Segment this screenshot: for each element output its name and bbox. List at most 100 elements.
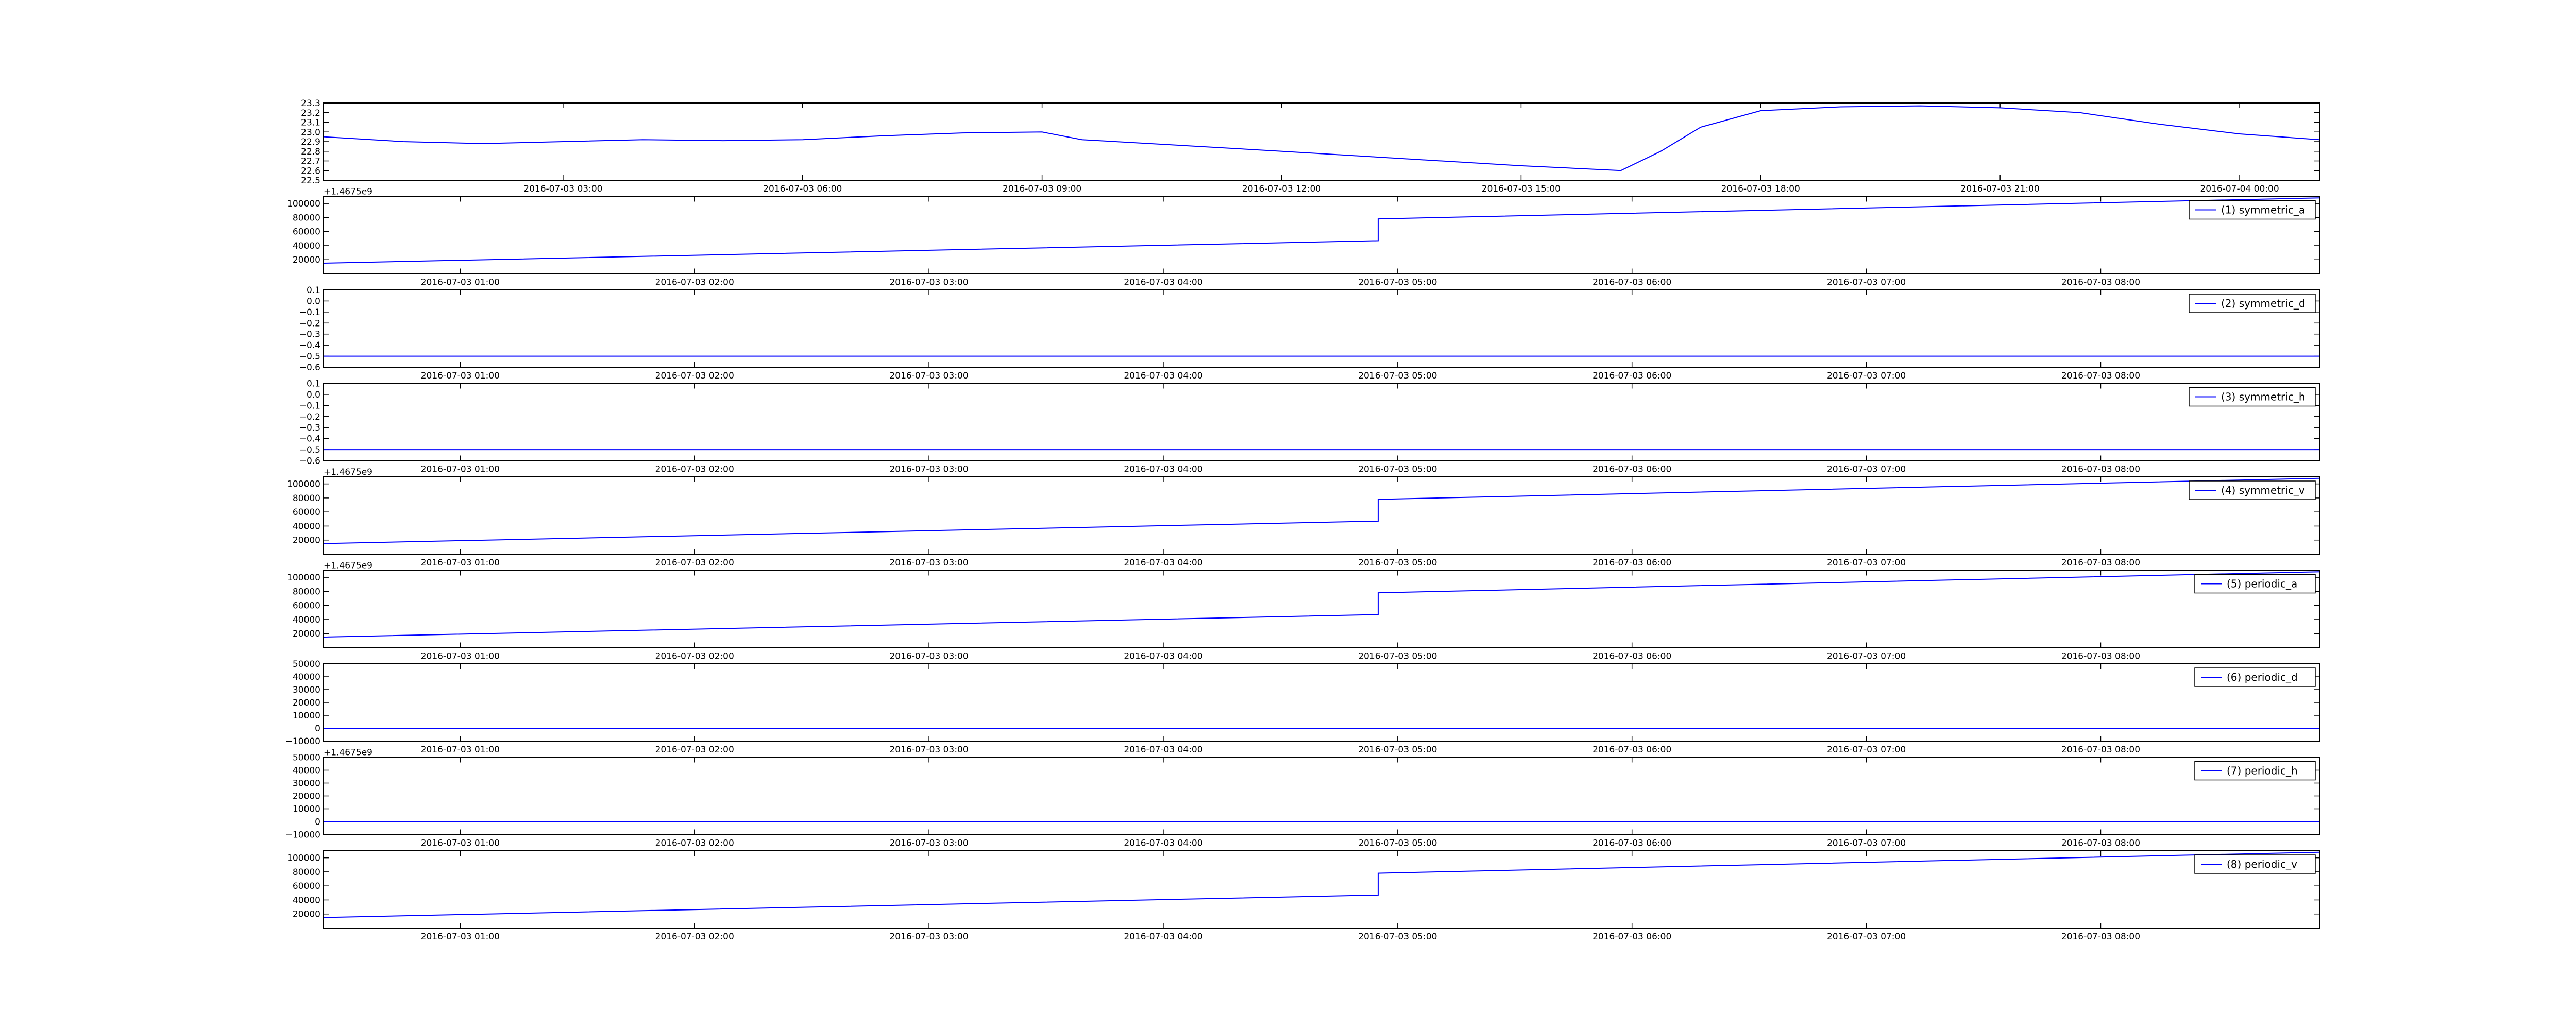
y-tick-label: 0.1 [307,379,320,389]
y-tick-label: 0.0 [307,390,320,400]
legend-label: (7) periodic_h [2227,765,2298,777]
x-tick-label: 2016-07-03 06:00 [1592,558,1671,568]
x-tick-label: 2016-07-03 05:00 [1358,932,1437,942]
y-tick-label: 40000 [293,521,320,531]
legend-label: (6) periodic_d [2227,671,2298,683]
x-tick-label: 2016-07-03 06:00 [1592,465,1671,475]
x-tick-label: 2016-07-03 01:00 [421,278,500,288]
x-tick-label: 2016-07-03 12:00 [1242,184,1321,194]
x-tick-label: 2016-07-03 05:00 [1358,465,1437,475]
series-line [323,851,2320,918]
x-tick-label: 2016-07-03 06:00 [763,184,842,194]
y-tick-label: −0.3 [299,423,320,433]
y-tick-label: 80000 [293,213,320,223]
plot-frame [323,476,2320,555]
series-line [323,105,2320,171]
x-tick-label: 2016-07-04 00:00 [2200,184,2279,194]
y-tick-label: 22.7 [301,157,320,167]
x-tick-label: 2016-07-03 18:00 [1721,184,1800,194]
offset-label: +1.4675e9 [324,561,372,571]
x-tick-label: 2016-07-03 04:00 [1124,745,1202,755]
x-tick-label: 2016-07-03 08:00 [2061,932,2140,942]
y-tick-label: −0.6 [299,456,320,467]
y-tick-label: 0.1 [307,285,320,296]
x-tick-label: 2016-07-03 05:00 [1358,838,1437,849]
x-tick-label: 2016-07-03 01:00 [421,558,500,568]
x-tick-label: 2016-07-03 07:00 [1827,278,1906,288]
x-tick-label: 2016-07-03 05:00 [1358,651,1437,662]
y-tick-label: 20000 [293,792,320,802]
x-tick-label: 2016-07-03 05:00 [1358,371,1437,381]
y-tick-label: 40000 [293,241,320,251]
x-tick-label: 2016-07-03 01:00 [421,932,500,942]
y-tick-label: 20000 [293,536,320,546]
x-tick-label: 2016-07-03 02:00 [655,558,734,568]
plot-frame [323,383,2320,461]
y-tick-label: 22.6 [301,166,320,176]
y-tick-label: −0.1 [299,307,320,318]
y-tick-label: 50000 [293,753,320,763]
x-tick-label: 2016-07-03 06:00 [1592,745,1671,755]
x-tick-label: 2016-07-03 05:00 [1358,745,1437,755]
plot-frame [323,570,2320,648]
legend-label: (5) periodic_a [2227,578,2297,590]
x-tick-label: 2016-07-03 08:00 [2061,745,2140,755]
subplot-1: 22.522.622.722.822.923.023.123.223.32016… [301,98,2320,194]
y-tick-label: 100000 [287,479,320,490]
x-tick-label: 2016-07-03 01:00 [421,745,500,755]
x-tick-label: 2016-07-03 08:00 [2061,465,2140,475]
offset-label: +1.4675e9 [324,748,372,758]
subplot-4: −0.6−0.5−0.4−0.3−0.2−0.10.00.12016-07-03… [299,379,2320,475]
x-tick-label: 2016-07-03 08:00 [2061,371,2140,381]
y-tick-label: 23.3 [301,98,320,109]
legend-label: (1) symmetric_a [2221,204,2305,216]
y-tick-label: 40000 [293,672,320,682]
y-tick-label: 100000 [287,853,320,864]
x-tick-label: 2016-07-03 04:00 [1124,371,1202,381]
x-tick-label: 2016-07-03 07:00 [1827,838,1906,849]
y-tick-label: 20000 [293,629,320,639]
y-tick-label: 20000 [293,698,320,708]
y-tick-label: 30000 [293,779,320,789]
x-tick-label: 2016-07-03 08:00 [2061,651,2140,662]
legend-label: (3) symmetric_h [2221,391,2306,403]
x-tick-label: 2016-07-03 04:00 [1124,278,1202,288]
x-tick-label: 2016-07-03 03:00 [889,745,968,755]
y-tick-label: 100000 [287,573,320,583]
x-tick-label: 2016-07-03 05:00 [1358,278,1437,288]
y-tick-label: −0.4 [299,434,320,444]
y-tick-label: 30000 [293,685,320,695]
y-tick-label: 40000 [293,895,320,905]
plot-frame [323,850,2320,929]
x-tick-label: 2016-07-03 08:00 [2061,558,2140,568]
y-tick-label: 80000 [293,867,320,878]
x-tick-label: 2016-07-03 04:00 [1124,465,1202,475]
y-tick-label: 100000 [287,199,320,209]
y-tick-label: 0 [315,724,320,734]
y-tick-label: 40000 [293,615,320,625]
x-tick-label: 2016-07-03 02:00 [655,371,734,381]
y-tick-label: 20000 [293,255,320,265]
y-tick-label: 23.1 [301,118,320,128]
y-tick-label: 60000 [293,601,320,611]
subplot-7: −10000010000200003000040000500002016-07-… [285,659,2320,755]
x-tick-label: 2016-07-03 02:00 [655,745,734,755]
y-tick-label: 0.0 [307,296,320,306]
y-tick-label: 0 [315,817,320,828]
x-tick-label: 2016-07-03 05:00 [1358,558,1437,568]
y-tick-label: −0.4 [299,340,320,351]
x-tick-label: 2016-07-03 01:00 [421,838,500,849]
x-tick-label: 2016-07-03 04:00 [1124,838,1202,849]
x-tick-label: 2016-07-03 04:00 [1124,932,1202,942]
plot-frame [323,663,2320,742]
y-tick-label: 60000 [293,507,320,518]
x-tick-label: 2016-07-03 03:00 [889,465,968,475]
subplot-3: −0.6−0.5−0.4−0.3−0.2−0.10.00.12016-07-03… [299,285,2320,381]
y-tick-label: 10000 [293,804,320,815]
y-tick-label: 23.2 [301,108,320,118]
x-tick-label: 2016-07-03 06:00 [1592,932,1671,942]
